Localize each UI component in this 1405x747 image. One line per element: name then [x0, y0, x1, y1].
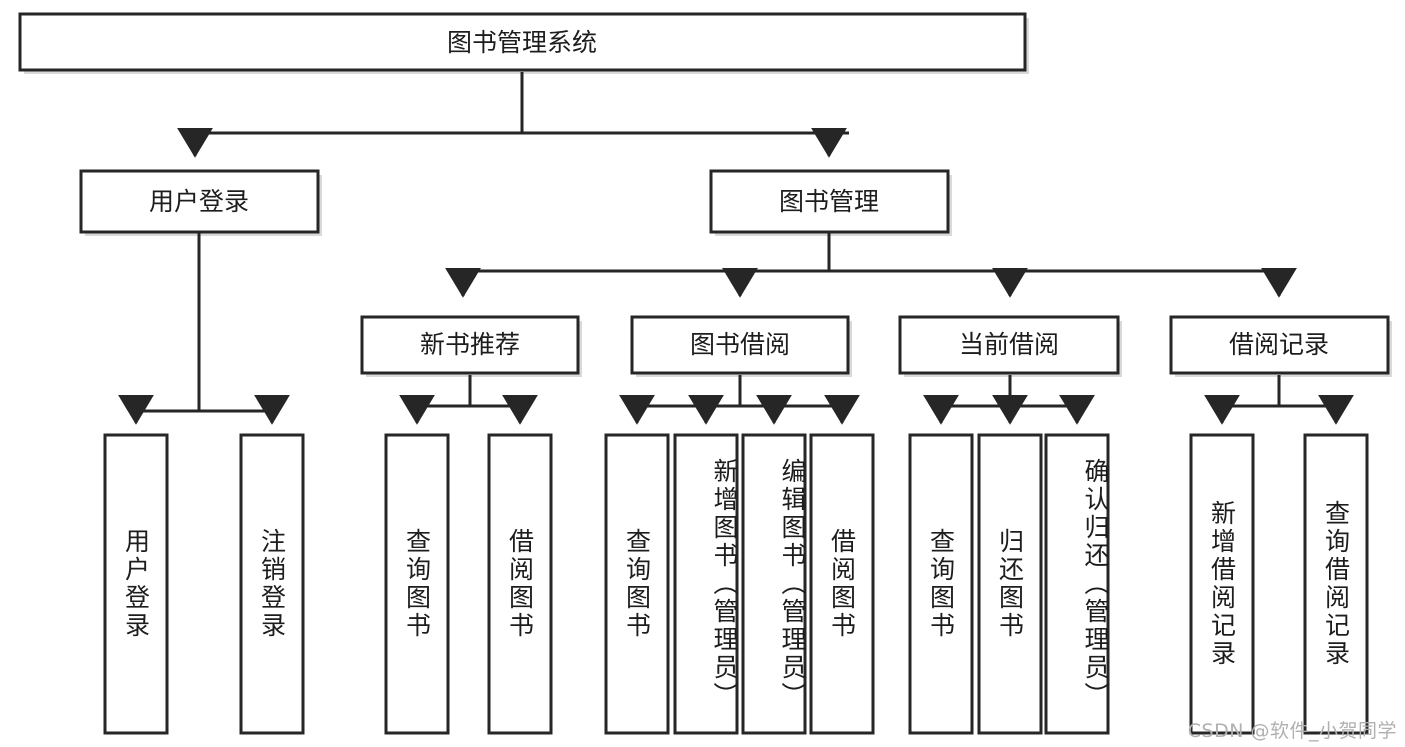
- node-new-book-recommend-label: 新书推荐: [420, 330, 520, 359]
- node-root-label: 图书管理系统: [447, 28, 597, 57]
- connector-root-to-level1: [177, 72, 849, 158]
- node-leaf-query-book-3-box[interactable]: [908, 433, 974, 735]
- node-leaf-user-login-box[interactable]: [103, 433, 169, 735]
- csdn-watermark: CSDN @软件_小贺同学: [1187, 720, 1397, 742]
- node-leaf-return-book-box[interactable]: [977, 433, 1043, 735]
- node-book-management-label: 图书管理: [779, 187, 879, 216]
- node-leaf-add-record-box[interactable]: [1189, 433, 1255, 735]
- connector-bookmgmt-to-level2: [445, 232, 1297, 298]
- node-book-management-box[interactable]: [709, 169, 950, 234]
- node-leaf-user-logout-box[interactable]: [239, 433, 305, 735]
- connector-bookborrow-to-leaves: [619, 375, 860, 425]
- node-leaf-query-record-box[interactable]: [1303, 433, 1369, 735]
- node-new-book-recommend-box[interactable]: [360, 315, 580, 375]
- node-leaf-query-book-2-box[interactable]: [604, 433, 670, 735]
- node-user-login-label: 用户登录: [149, 187, 249, 216]
- node-leaf-borrow-book-1-box[interactable]: [487, 433, 553, 735]
- connector-userlogin-to-leaves: [118, 232, 290, 425]
- connector-borrowrecord-to-leaves: [1204, 375, 1354, 425]
- node-leaf-confirm-return-box[interactable]: [1044, 433, 1110, 735]
- node-leaf-add-book-box[interactable]: [673, 433, 739, 735]
- node-borrow-record-label: 借阅记录: [1229, 330, 1329, 359]
- node-leaf-query-book-1-box[interactable]: [384, 433, 450, 735]
- node-current-borrow-box[interactable]: [898, 315, 1120, 375]
- connector-currentborrow-to-leaves: [923, 375, 1095, 425]
- node-user-login-box[interactable]: [79, 169, 320, 234]
- node-leaf-borrow-book-2-box[interactable]: [809, 433, 875, 735]
- node-borrow-record-box[interactable]: [1169, 315, 1390, 375]
- node-leaf-edit-book-box[interactable]: [741, 433, 807, 735]
- node-root-box[interactable]: [18, 12, 1027, 72]
- connector-newbook-to-leaves: [399, 375, 538, 425]
- node-book-borrow-label: 图书借阅: [690, 330, 790, 359]
- node-book-borrow-box[interactable]: [630, 315, 850, 375]
- node-current-borrow-label: 当前借阅: [959, 330, 1059, 359]
